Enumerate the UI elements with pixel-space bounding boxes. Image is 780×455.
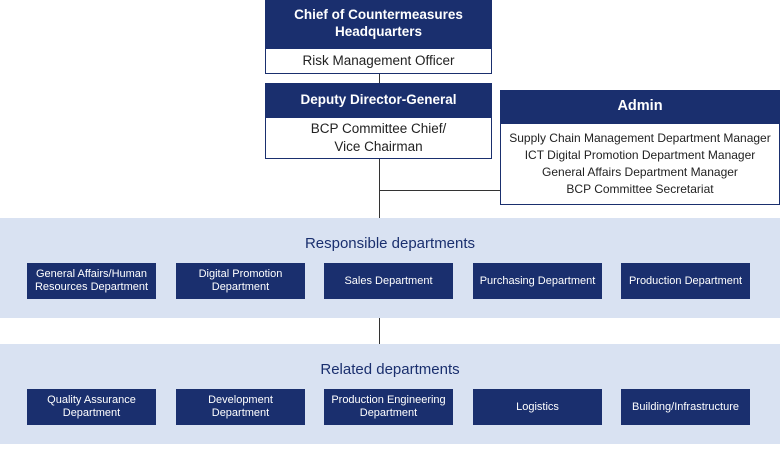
responsible-dept-box: Purchasing Department bbox=[473, 263, 602, 299]
connector-chief-deputy bbox=[379, 74, 380, 83]
related-dept-label: Quality Assurance Department bbox=[47, 394, 136, 419]
deputy-title-box: Deputy Director-General bbox=[265, 83, 492, 117]
responsible-dept-label: Digital Promotion Department bbox=[198, 268, 283, 293]
responsible-dept-box: Production Department bbox=[621, 263, 750, 299]
admin-title-box: Admin bbox=[500, 90, 780, 123]
chief-title: Chief of Countermeasures Headquarters bbox=[294, 7, 463, 39]
admin-member: Supply Chain Management Department Manag… bbox=[509, 131, 771, 145]
related-dept-box: Quality Assurance Department bbox=[27, 389, 156, 425]
responsible-dept-box: General Affairs/Human Resources Departme… bbox=[27, 263, 156, 299]
responsible-departments-title: Responsible departments bbox=[304, 235, 476, 252]
responsible-dept-label: Production Department bbox=[628, 274, 743, 287]
chief-title-box: Chief of Countermeasures Headquarters bbox=[265, 0, 492, 48]
related-dept-label: Production Engineering Department bbox=[331, 394, 446, 419]
deputy-title: Deputy Director-General bbox=[300, 91, 457, 107]
admin-member: BCP Committee Secretariat bbox=[566, 182, 714, 196]
responsible-dept-label: Purchasing Department bbox=[479, 274, 596, 287]
related-dept-box: Development Department bbox=[176, 389, 305, 425]
chief-role-box: Risk Management Officer bbox=[265, 48, 492, 74]
responsible-dept-label: General Affairs/Human Resources Departme… bbox=[34, 268, 149, 293]
related-dept-box: Logistics bbox=[473, 389, 602, 425]
related-departments-title: Related departments bbox=[320, 361, 460, 378]
admin-member: General Affairs Department Manager bbox=[542, 165, 738, 179]
connector-deputy-responsible bbox=[379, 159, 380, 218]
deputy-role-line1: BCP Committee Chief/ bbox=[310, 121, 447, 137]
responsible-dept-box: Sales Department bbox=[324, 263, 453, 299]
deputy-role-line2: Vice Chairman bbox=[334, 139, 423, 154]
related-dept-label: Building/Infrastructure bbox=[632, 400, 739, 413]
responsible-dept-label: Sales Department bbox=[344, 274, 433, 287]
connector-responsible-related bbox=[379, 318, 380, 344]
admin-members-box: Supply Chain Management Department Manag… bbox=[500, 123, 780, 205]
deputy-role-box: BCP Committee Chief/ Vice Chairman bbox=[265, 117, 492, 159]
related-dept-box: Building/Infrastructure bbox=[621, 389, 750, 425]
responsible-dept-box: Digital Promotion Department bbox=[176, 263, 305, 299]
connector-admin bbox=[379, 190, 500, 191]
related-dept-box: Production Engineering Department bbox=[324, 389, 453, 425]
related-dept-label: Logistics bbox=[516, 400, 559, 413]
related-dept-label: Development Department bbox=[208, 394, 273, 419]
chief-role: Risk Management Officer bbox=[302, 53, 455, 69]
admin-member: ICT Digital Promotion Department Manager bbox=[524, 148, 756, 162]
admin-title: Admin bbox=[617, 98, 663, 115]
